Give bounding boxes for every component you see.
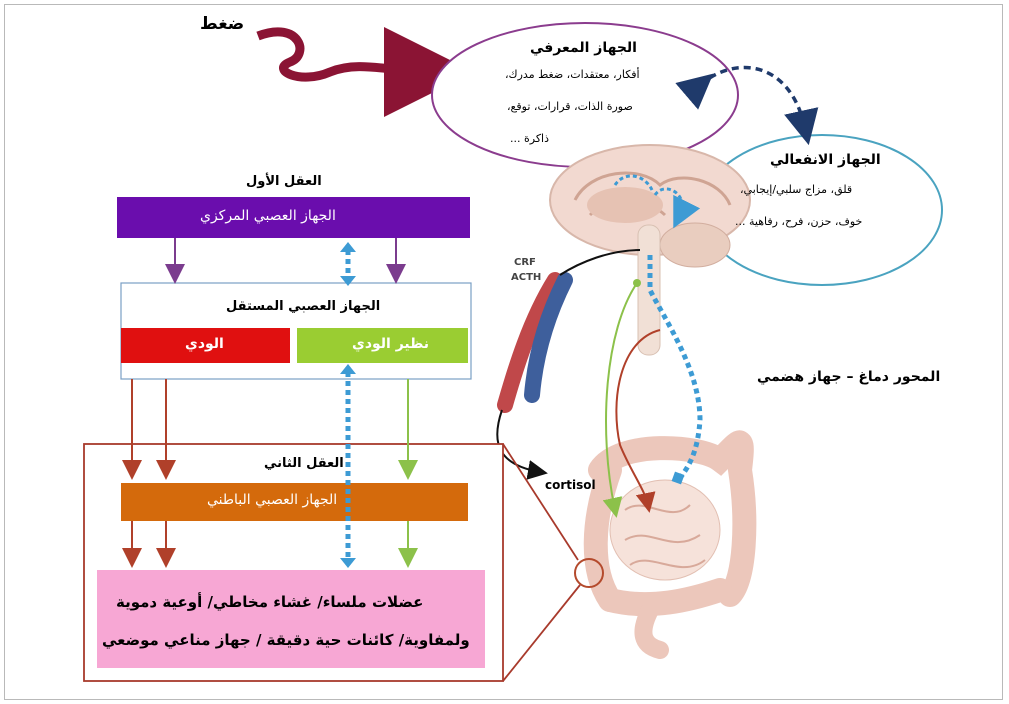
- emotional-title: الجهاز الانفعالي: [770, 152, 881, 168]
- blood-vessel-illustration: [505, 280, 565, 405]
- stress-arrow: [258, 32, 438, 77]
- cns-label: الجهاز العصبي المركزي: [200, 208, 336, 224]
- stress-label: ضغط: [200, 14, 244, 34]
- emotional-line-1: قلق، مزاج سلبي/إيجابي،: [740, 183, 852, 196]
- second-brain-label: العقل الثاني: [264, 456, 344, 471]
- cognitive-line-3: ذاكرة ...: [510, 132, 549, 145]
- effectors-line-1: عضلات ملساء/ غشاء مخاطي/ أوعية دموية: [116, 593, 423, 611]
- first-brain-label: العقل الأول: [246, 174, 322, 189]
- crf-label: CRF: [514, 257, 536, 268]
- effectors-line-2: ولمفاوية/ كائنات حية دقيقة / جهاز مناعي …: [102, 631, 470, 649]
- cognitive-line-2: صورة الذات، قرارات، توقع،: [507, 100, 633, 113]
- cognitive-title: الجهاز المعرفي: [530, 40, 637, 56]
- ans-label: الجهاز العصبي المستقل: [226, 299, 380, 314]
- brain-illustration: [550, 145, 750, 355]
- effectors-box: [97, 570, 485, 668]
- ens-label: الجهاز العصبي الباطني: [207, 492, 337, 508]
- emotional-line-2: خوف، حزن، فرح، رفاهية ...: [735, 215, 862, 228]
- sympathetic-label: الودي: [185, 336, 224, 352]
- parasympathetic-label: نظير الودي: [352, 336, 429, 352]
- brain-gut-axis-label: المحور دماغ – جهاز هضمي: [757, 369, 940, 385]
- zoom-line-bottom: [503, 585, 580, 681]
- intestine-illustration: [575, 443, 744, 651]
- cognitive-line-1: أفكار، معتقدات، ضغط مدرك،: [505, 68, 640, 81]
- zoom-line-top: [503, 444, 578, 560]
- sympathetic-path-right: [616, 330, 660, 505]
- cortisol-label: cortisol: [545, 478, 596, 492]
- acth-label: ACTH: [511, 272, 541, 283]
